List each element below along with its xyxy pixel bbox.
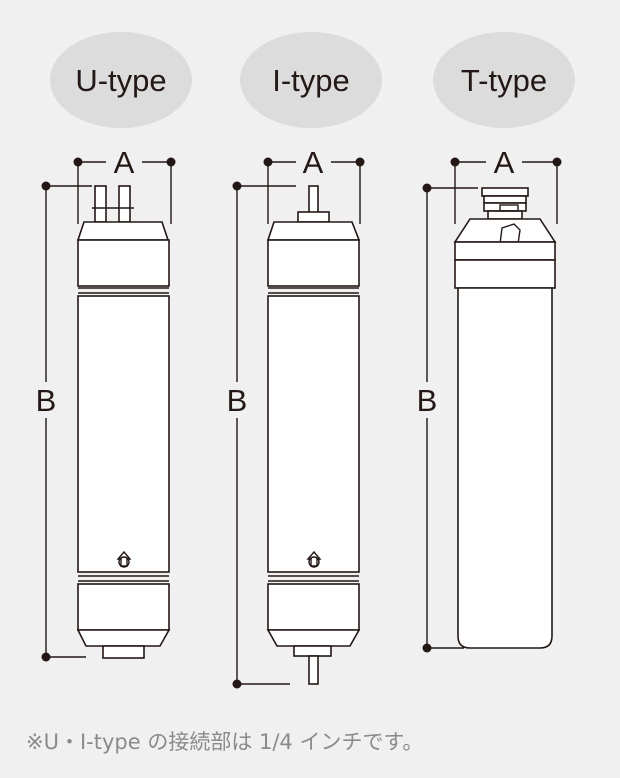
- t-type-label: T-type: [461, 63, 547, 98]
- connection-size-note: ※U・I-type の接続部は 1/4 インチです。: [26, 730, 424, 754]
- u-type-dim-b-label: B: [36, 383, 57, 418]
- u-type-cartridge: [76, 185, 171, 659]
- i-type-dim-a-label: A: [303, 145, 324, 180]
- t-type-label-bubble: [433, 32, 575, 128]
- i-type-label: I-type: [272, 63, 350, 98]
- u-type-dimension-a: A: [73, 145, 176, 224]
- u-type-filter: U-type A B: [36, 32, 192, 662]
- i-type-label-bubble: [240, 32, 382, 128]
- t-type-dimension-a: A: [450, 145, 562, 224]
- u-type-dimension-b: B: [36, 181, 92, 662]
- u-type-label-bubble: [50, 32, 192, 128]
- t-type-dimension-b: B: [417, 183, 478, 653]
- t-type-filter: T-type A B: [417, 32, 575, 653]
- t-type-dim-b-label: B: [417, 383, 438, 418]
- u-type-label: U-type: [75, 63, 166, 98]
- t-type-dim-a-label: A: [494, 145, 515, 180]
- i-type-dim-b-label: B: [227, 383, 248, 418]
- i-type-flow-arrow-icon: [306, 550, 322, 568]
- i-type-filter: I-type A B: [227, 32, 382, 689]
- u-type-dim-a-label: A: [114, 145, 135, 180]
- i-type-cartridge: [266, 185, 361, 685]
- u-type-flow-arrow-icon: [116, 550, 132, 568]
- t-type-cartridge: [453, 187, 557, 649]
- i-type-dimension-b: B: [227, 181, 296, 689]
- i-type-dimension-a: A: [263, 145, 365, 224]
